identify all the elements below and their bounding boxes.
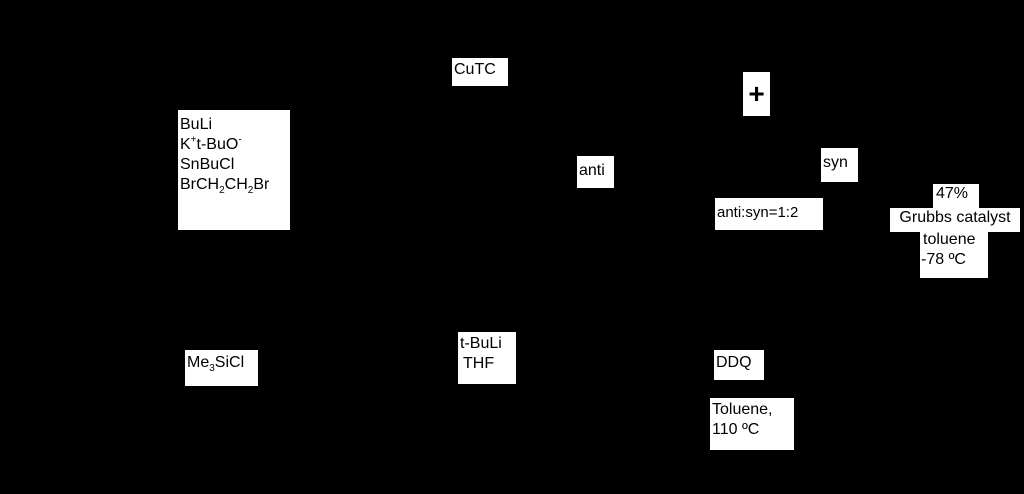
cutc-text: CuTC bbox=[454, 61, 496, 78]
reflux-temp-text: 110 ºC bbox=[712, 421, 760, 438]
yield-text: 47% bbox=[936, 185, 969, 202]
reflux-conditions-label: Toluene, 110 ºC bbox=[710, 398, 794, 450]
plus-sign: + bbox=[743, 72, 770, 116]
silyl-chloride-label: Me3SiCl bbox=[185, 350, 258, 386]
grubbs-catalyst-text: Grubbs catalyst bbox=[899, 209, 1011, 226]
grubbs-solvent-text: toluene bbox=[923, 231, 976, 248]
lithiation-conditions-label: t-BuLi THF bbox=[458, 332, 516, 384]
anti-text: anti bbox=[579, 162, 605, 179]
yield-label: 47% bbox=[933, 184, 979, 208]
step1-line-buli: BuLi bbox=[180, 116, 213, 133]
grubbs-conditions-label: Grubbs catalyst bbox=[890, 208, 1020, 232]
ddq-label: DDQ bbox=[714, 350, 764, 380]
step1-line-kotbu: K+t-BuO- bbox=[180, 134, 242, 153]
ratio-text: anti:syn=1:2 bbox=[717, 204, 799, 221]
anti-label: anti bbox=[577, 156, 614, 188]
lithiation-tbuli-text: t-BuLi bbox=[460, 335, 502, 352]
anti-syn-ratio-label: anti:syn=1:2 bbox=[715, 198, 823, 230]
step1-reagents-label: BuLi K+t-BuO- SnBuCl BrCH2CH2Br bbox=[178, 110, 290, 230]
lithiation-thf-text: THF bbox=[463, 355, 495, 372]
reflux-solvent-text: Toluene, bbox=[712, 401, 773, 418]
cutc-reagent-label: CuTC bbox=[452, 58, 508, 86]
step1-line-dibromoethane: BrCH2CH2Br bbox=[180, 176, 270, 197]
step1-line-snbucl: SnBuCl bbox=[180, 156, 235, 173]
syn-label: syn bbox=[821, 148, 858, 182]
grubbs-temp-label: toluene -78 ºC bbox=[920, 230, 988, 278]
plus-text: + bbox=[748, 78, 765, 109]
syn-text: syn bbox=[823, 154, 848, 171]
grubbs-temp-text: -78 ºC bbox=[921, 251, 966, 268]
silyl-chloride-text: Me3SiCl bbox=[187, 354, 245, 375]
ddq-text: DDQ bbox=[716, 354, 752, 371]
